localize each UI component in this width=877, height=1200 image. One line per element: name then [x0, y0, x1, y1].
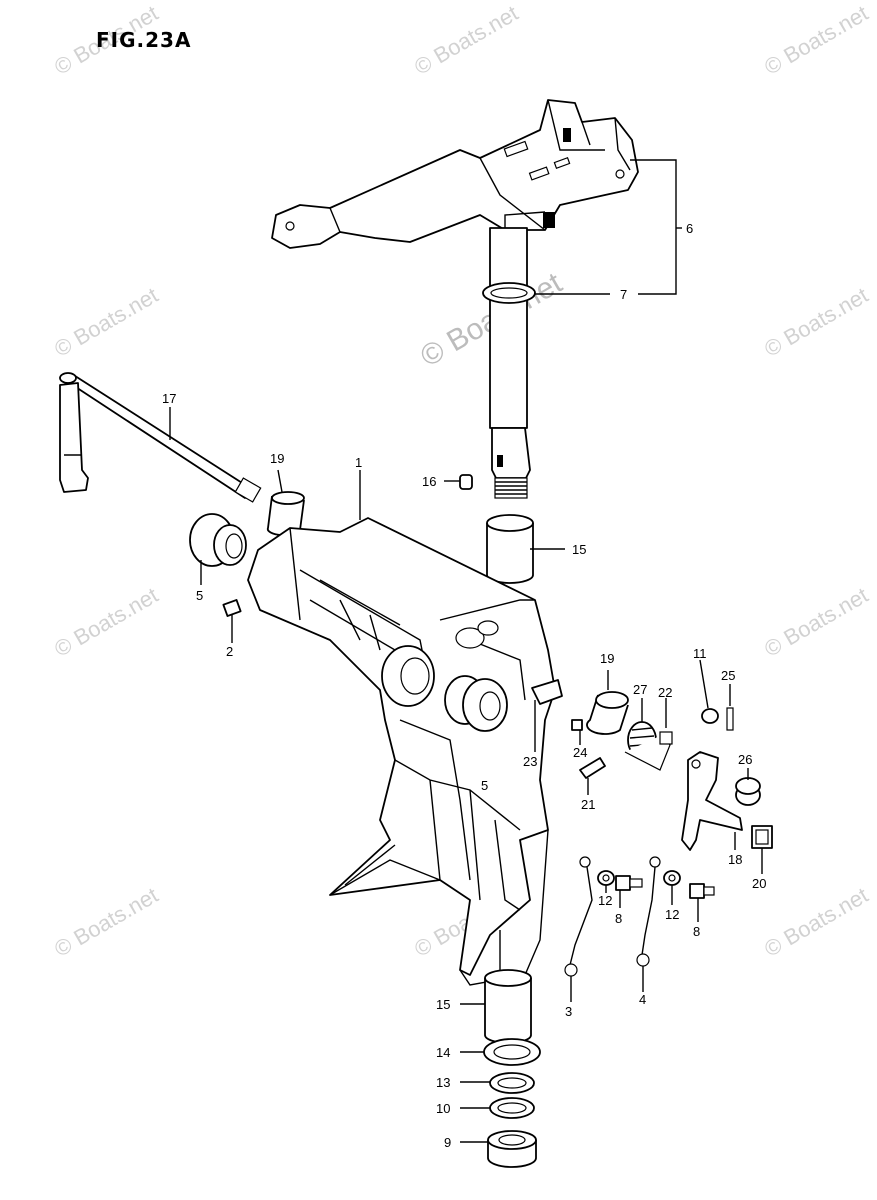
lever-knob [735, 777, 761, 806]
callout-24: 24 [573, 745, 587, 760]
center-flange-bushing [444, 675, 508, 732]
upper-bushing [486, 514, 534, 584]
ground-wire-3 [564, 856, 593, 977]
ground-wire-4 [636, 856, 661, 967]
callout-12-left: 12 [598, 893, 612, 908]
leader-lines [169, 159, 763, 1143]
callout-5-left: 5 [196, 588, 203, 603]
hook-end [659, 731, 673, 745]
lower-bushing [484, 969, 532, 1044]
small-nut [701, 708, 719, 724]
callout-11: 11 [693, 646, 707, 661]
callout-8-left: 8 [615, 911, 622, 926]
swivel-bracket [247, 517, 556, 986]
callout-21: 21 [581, 797, 595, 812]
callout-3: 3 [565, 1004, 572, 1019]
spring-washer [489, 1072, 535, 1094]
callout-16: 16 [422, 474, 436, 489]
callout-15-lower: 15 [436, 997, 450, 1012]
callout-7: 7 [620, 287, 627, 302]
callout-26: 26 [738, 752, 752, 767]
grease-cap [459, 474, 473, 490]
callout-12-right: 12 [665, 907, 679, 922]
callout-25: 25 [721, 668, 735, 683]
callout-2: 2 [226, 644, 233, 659]
tilt-lever [681, 751, 743, 851]
lower-nut [487, 1130, 537, 1168]
callout-19-upper: 19 [270, 451, 284, 466]
thrust-washer [483, 1038, 541, 1066]
callout-13: 13 [436, 1075, 450, 1090]
left-flange-bushing [189, 513, 247, 567]
callout-22: 22 [658, 685, 672, 700]
callout-17: 17 [162, 391, 176, 406]
callout-15-upper: 15 [572, 542, 586, 557]
callout-18: 18 [728, 852, 742, 867]
callout-9: 9 [444, 1135, 451, 1150]
small-bolt [571, 719, 583, 731]
figure-title: FIG.23A [96, 28, 192, 52]
callout-5-center: 5 [481, 778, 488, 793]
tilt-rod [59, 372, 262, 503]
callout-4: 4 [639, 992, 646, 1007]
callout-23: 23 [523, 754, 537, 769]
callout-1: 1 [355, 455, 362, 470]
grease-nipple [222, 599, 242, 617]
steering-bracket [271, 99, 639, 249]
cotter-pin [726, 707, 734, 731]
callout-8-right: 8 [693, 924, 700, 939]
callout-labels: 1 2 3 4 5 5 6 7 8 8 9 10 11 12 12 13 14 … [162, 221, 766, 1150]
flat-washer [489, 1097, 535, 1119]
callout-6: 6 [686, 221, 693, 236]
callout-19-right: 19 [600, 651, 614, 666]
set-screw [579, 757, 606, 779]
callout-27: 27 [633, 682, 647, 697]
bolt-left [615, 875, 643, 891]
callout-20: 20 [752, 876, 766, 891]
right-tilt-bushing [586, 691, 629, 735]
callout-10: 10 [436, 1101, 450, 1116]
steering-shaft [489, 227, 531, 499]
bolt-right [689, 883, 715, 899]
callout-14: 14 [436, 1045, 450, 1060]
stopper-plate [531, 679, 563, 705]
